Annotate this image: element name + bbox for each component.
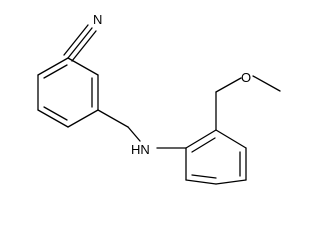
ring-double-bond xyxy=(43,64,68,79)
single-bond xyxy=(127,126,141,142)
ring-double-bond xyxy=(191,174,217,179)
ring-bond xyxy=(185,129,217,149)
ring-bond xyxy=(215,179,247,185)
ring-bond xyxy=(67,57,99,76)
ether-o-label: O xyxy=(241,70,251,85)
methoxy-group: O xyxy=(215,70,281,131)
nitrile-n-label: N xyxy=(93,12,102,27)
nitrile-group: N xyxy=(63,12,102,62)
amine-label: HN xyxy=(131,142,150,157)
triple-bond xyxy=(63,24,89,56)
single-bond xyxy=(252,75,281,92)
ring-bond xyxy=(67,109,99,128)
ring-bond xyxy=(185,179,217,185)
ring-double-bond xyxy=(191,137,216,153)
single-bond xyxy=(215,77,242,93)
ring-double-bond xyxy=(43,106,68,121)
triple-bond xyxy=(71,30,97,62)
methylene-linker xyxy=(97,109,141,142)
ring-bond xyxy=(215,129,247,149)
structure-diagram: N HN O xyxy=(37,12,281,185)
ring-bond xyxy=(37,109,69,128)
left-benzene-ring xyxy=(37,57,99,128)
right-benzene-ring xyxy=(185,129,247,185)
ring-bond xyxy=(37,57,69,76)
triple-bond xyxy=(67,27,93,59)
single-bond xyxy=(97,109,129,128)
